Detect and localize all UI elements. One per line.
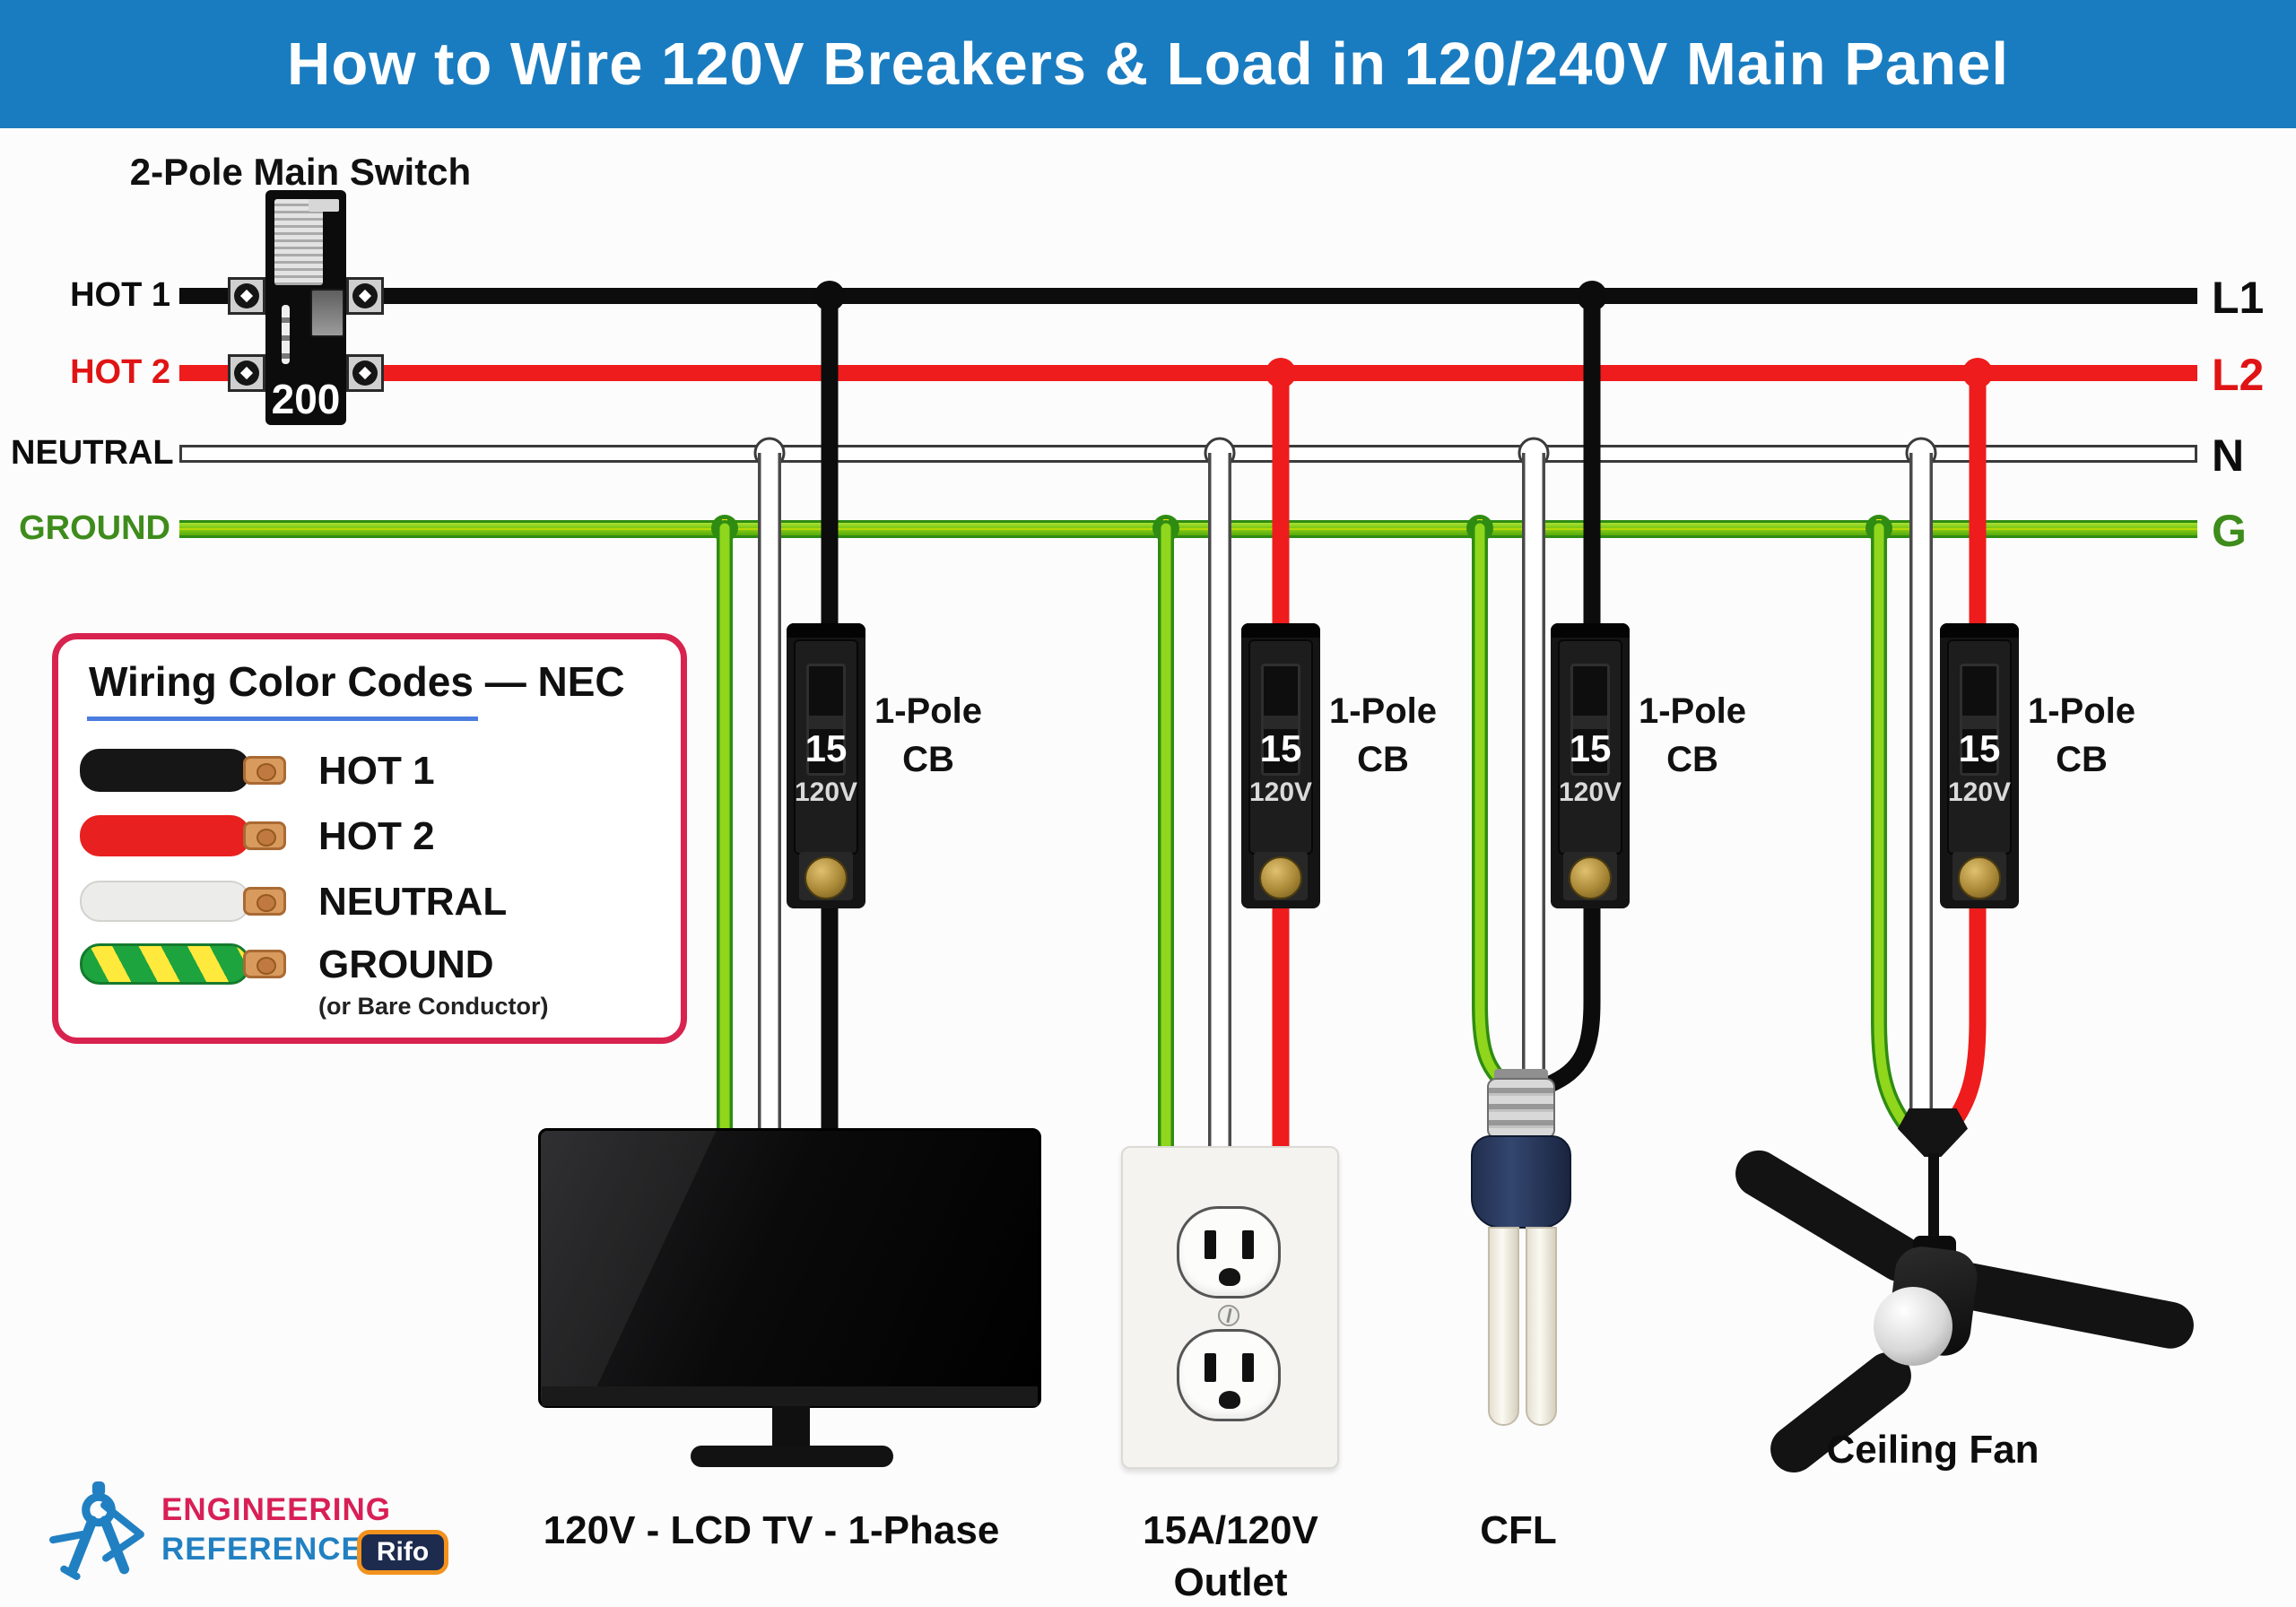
copper-tip-icon (243, 821, 286, 850)
lug-hot2-right (346, 354, 384, 392)
lug-hot1-right (346, 277, 384, 315)
cfl-ballast (1471, 1135, 1571, 1229)
ground-bus-line (179, 520, 2197, 538)
legend-item-label: HOT 2 (318, 814, 435, 858)
outlet-center-screw (1218, 1305, 1239, 1326)
outlet-ground-hole (1219, 1391, 1240, 1409)
header-bar: How to Wire 120V Breakers & Load in 120/… (0, 0, 2296, 128)
compass-logo-icon (49, 1481, 144, 1580)
main-switch-rating: 200 (271, 376, 341, 422)
main-switch-toggle (310, 289, 344, 337)
ground-label: GROUND (19, 509, 170, 547)
breaker-type-line2: CB (1666, 740, 1718, 779)
page-title: How to Wire 120V Breakers & Load in 120/… (287, 30, 2009, 98)
outlet-receptacle-top (1177, 1206, 1281, 1299)
fan-load-label: Ceiling Fan (1826, 1428, 2039, 1472)
legend-title: Wiring Color Codes — NEC (89, 658, 625, 705)
breaker-cap (1241, 623, 1320, 638)
legend-item-label: GROUND (318, 942, 494, 986)
breaker-cap (787, 623, 865, 638)
hot1-label: HOT 1 (70, 276, 170, 314)
n-label: N (2212, 430, 2245, 481)
cfl-tube-right (1526, 1227, 1557, 1426)
breaker-cap (1551, 623, 1630, 638)
copper-tip-icon (243, 756, 286, 785)
legend-wire-ground (80, 943, 250, 985)
legend-underline (87, 717, 478, 721)
brand-name-line1: ENGINEERING (161, 1492, 392, 1527)
breaker-type-line2: CB (902, 740, 954, 779)
copper-tip-icon (243, 950, 286, 978)
outlet-slot (1242, 1230, 1254, 1259)
breaker-type-line1: 1-Pole (1638, 691, 1747, 731)
breaker-type-label: 1-Pole CB (1612, 687, 1773, 784)
main-switch-sticker (274, 199, 323, 285)
fan-canopy (1898, 1108, 1968, 1157)
breaker-type-label: 1-Pole CB (848, 687, 1009, 784)
breaker-type-line1: 1-Pole (874, 691, 983, 731)
outlet-load-label-line2: Outlet (1173, 1560, 1288, 1604)
legend-wire-hot2 (80, 815, 250, 856)
outlet-ground-hole (1219, 1268, 1240, 1286)
cfl-tube-left (1488, 1227, 1519, 1426)
legend-item-label: HOT 1 (318, 749, 435, 793)
outlet-slot (1205, 1353, 1216, 1382)
fan-blade (1942, 1258, 2198, 1353)
brand-name-line2: REFERENCE (161, 1532, 363, 1567)
outlet-slot (1242, 1353, 1254, 1382)
breaker-cap (1940, 623, 2019, 638)
outlet-load-label-line1: 15A/120V (1143, 1508, 1318, 1552)
lug-hot1-left (228, 277, 265, 315)
hot1-bus-line (179, 288, 2197, 304)
g-label: G (2212, 506, 2247, 556)
cfl-screw-base (1487, 1078, 1555, 1139)
main-switch-window (282, 305, 290, 364)
lcd-tv-stand-base (691, 1446, 893, 1467)
neutral-label: NEUTRAL (11, 434, 174, 472)
rifo-badge: Rifo (357, 1530, 448, 1575)
terminal-screw (1958, 856, 2001, 899)
l2-label: L2 (2212, 350, 2265, 400)
hot2-label: HOT 2 (70, 353, 170, 391)
terminal-screw (1259, 856, 1302, 899)
neutral-wires (758, 453, 1933, 1159)
fan-downrod (1928, 1153, 1939, 1259)
legend-ground-note: (or Bare Conductor) (318, 993, 549, 1020)
legend-wire-hot1 (80, 749, 250, 792)
legend-wire-neutral (80, 881, 250, 922)
breaker-type-line1: 1-Pole (1328, 691, 1438, 731)
neutral-bus-line (179, 445, 2197, 463)
terminal-screw (804, 856, 848, 899)
lug-hot2-left (228, 354, 265, 392)
breaker-type-line2: CB (1357, 740, 1409, 779)
tv-load-label: 120V - LCD TV - 1-Phase (543, 1508, 1000, 1552)
outlet-slot (1205, 1230, 1216, 1259)
copper-tip-icon (243, 887, 286, 916)
outlet-receptacle-bottom (1177, 1329, 1281, 1421)
cfl-load-label: CFL (1480, 1508, 1557, 1552)
l1-label: L1 (2212, 273, 2265, 323)
lcd-tv-stand-neck (772, 1406, 810, 1449)
legend-item-label: NEUTRAL (318, 880, 508, 924)
main-switch-caption: 2-Pole Main Switch (129, 151, 472, 193)
breaker-type-label: 1-Pole CB (2001, 687, 2162, 784)
lcd-tv-screen (538, 1128, 1041, 1408)
main-switch-sticker-small (309, 199, 339, 212)
hot2-bus-line (179, 365, 2197, 381)
lcd-tv-bezel (542, 1386, 1038, 1406)
breaker-type-line1: 1-Pole (2027, 691, 2136, 731)
wiring-color-legend: Wiring Color Codes — NEC HOT 1 HOT 2 NEU… (52, 633, 687, 1044)
fan-light-globe (1874, 1287, 1952, 1366)
breaker-type-label: 1-Pole CB (1302, 687, 1464, 784)
terminal-screw (1569, 856, 1612, 899)
breaker-type-line2: CB (2056, 740, 2108, 779)
